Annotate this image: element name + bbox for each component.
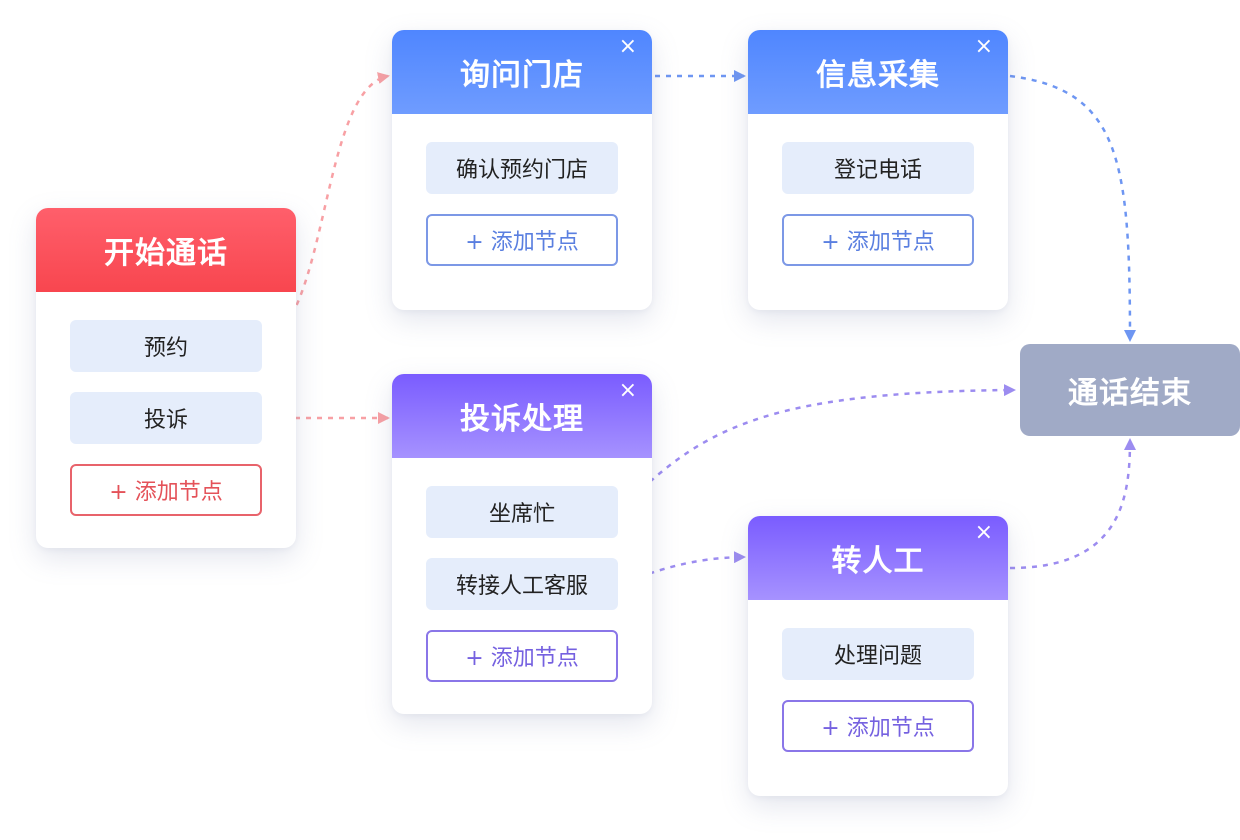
option-transfer-agent[interactable]: 转接人工客服	[426, 558, 618, 610]
close-icon[interactable]: ×	[618, 34, 638, 59]
edge-info-to-end	[1009, 74, 1136, 342]
add-node-button[interactable]: + 添加节点	[782, 214, 974, 266]
node-header: 信息采集 ×	[748, 30, 1008, 114]
node-header: 投诉处理 ×	[392, 374, 652, 458]
edge-human-to-end	[1009, 438, 1136, 570]
node-end-call[interactable]: 通话结束	[1020, 344, 1240, 436]
close-icon[interactable]: ×	[974, 34, 994, 59]
option-complaint[interactable]: 投诉	[70, 392, 262, 444]
edge-busy-to-end	[617, 384, 1016, 513]
node-title: 信息采集	[816, 58, 940, 93]
node-transfer-human[interactable]: 转人工 × 处理问题 + 添加节点	[748, 516, 1008, 796]
node-complaint-handling[interactable]: 投诉处理 × 坐席忙 转接人工客服 + 添加节点	[392, 374, 652, 714]
add-node-button[interactable]: + 添加节点	[426, 214, 618, 266]
node-inquire-store[interactable]: 询问门店 × 确认预约门店 + 添加节点	[392, 30, 652, 310]
node-info-collect[interactable]: 信息采集 × 登记电话 + 添加节点	[748, 30, 1008, 310]
option-agent-busy[interactable]: 坐席忙	[426, 486, 618, 538]
node-header: 开始通话	[36, 208, 296, 292]
node-title: 转人工	[831, 544, 925, 579]
close-icon[interactable]: ×	[974, 520, 994, 545]
close-icon[interactable]: ×	[618, 378, 638, 403]
node-title: 通话结束	[1068, 376, 1192, 411]
node-title: 开始通话	[104, 236, 228, 271]
edge-appointment-to-inquire	[261, 72, 390, 348]
option-appointment[interactable]: 预约	[70, 320, 262, 372]
option-register-phone[interactable]: 登记电话	[782, 142, 974, 194]
node-header: 转人工 ×	[748, 516, 1008, 600]
add-node-button[interactable]: + 添加节点	[426, 630, 618, 682]
option-confirm-store[interactable]: 确认预约门店	[426, 142, 618, 194]
add-node-button[interactable]: + 添加节点	[782, 700, 974, 752]
node-title: 询问门店	[460, 58, 584, 93]
add-node-button[interactable]: + 添加节点	[70, 464, 262, 516]
node-start-call[interactable]: 开始通话 预约 投诉 + 添加节点	[36, 208, 296, 548]
node-title: 投诉处理	[460, 402, 584, 437]
node-header: 询问门店 ×	[392, 30, 652, 114]
option-handle-issue[interactable]: 处理问题	[782, 628, 974, 680]
